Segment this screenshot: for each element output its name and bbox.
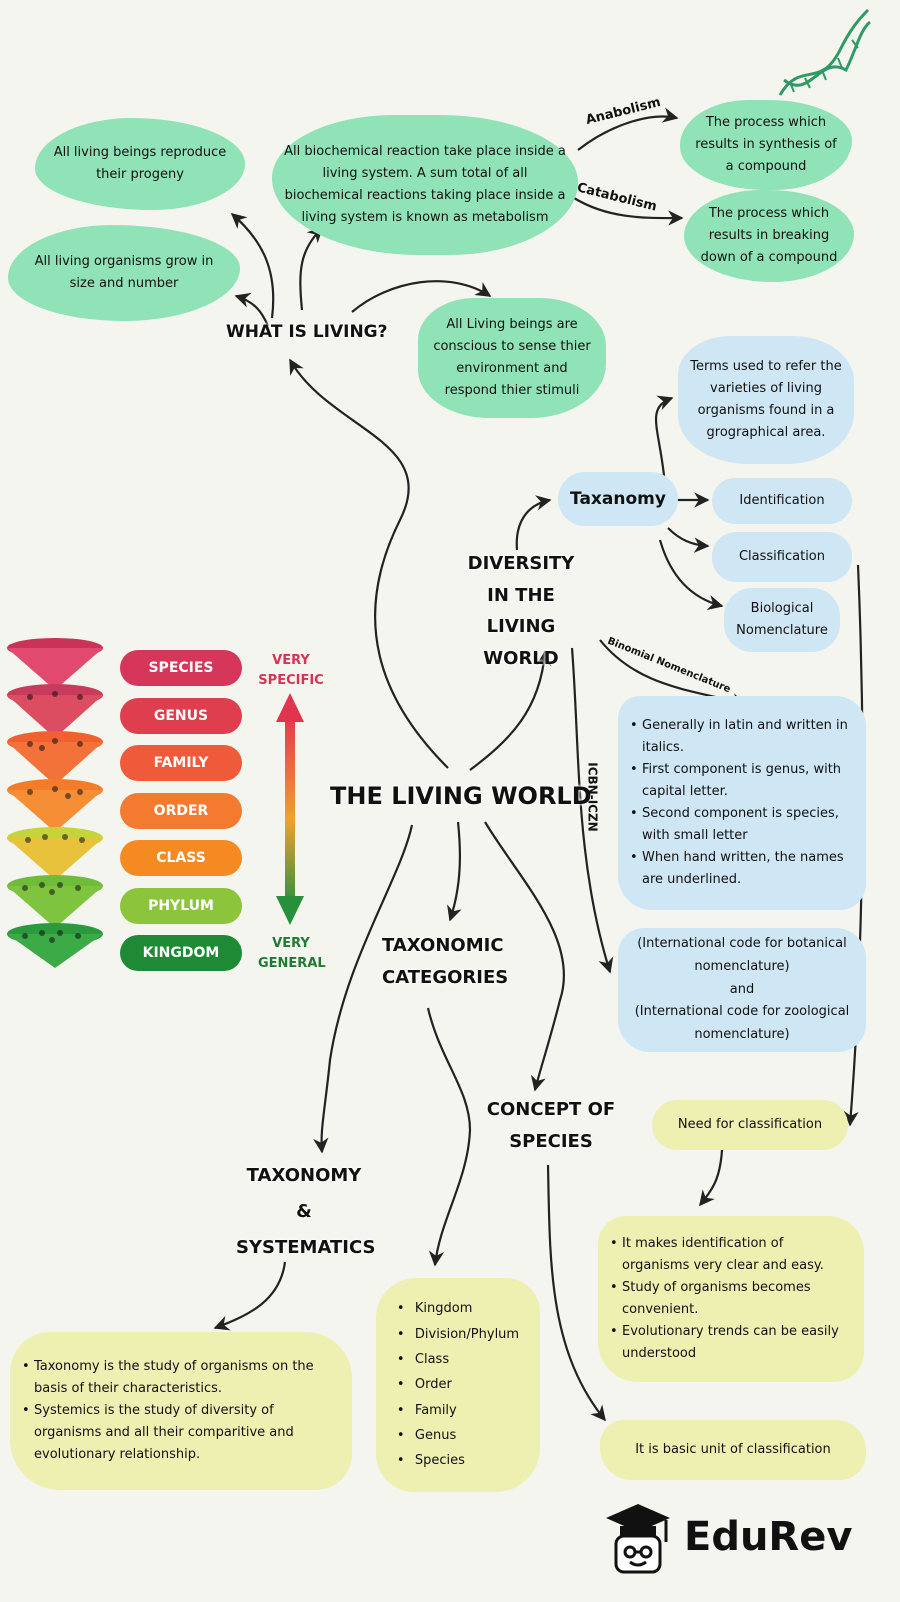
category-item: Class [397, 1347, 519, 1373]
dna-helix-icon [778, 8, 872, 96]
reproduce-text: All living beings reproduce their progen… [53, 144, 227, 182]
taxonomy-systematics-label: TAXONOMY & SYSTEMATICS [236, 1165, 376, 1258]
icbn-line: (International code for botanical nomenc… [637, 936, 847, 974]
binomial-point: First component is genus, with capital l… [630, 759, 854, 803]
need-classification-text: Need for classification [677, 1116, 823, 1132]
category-item: Species [397, 1448, 519, 1474]
anabolism-box: The process which results in synthesis o… [680, 100, 852, 190]
terms-box: Terms used to refer the varieties of liv… [678, 336, 854, 464]
hierarchy-funnel-icon [7, 638, 103, 968]
icbn-label: ICBN-ICZN [585, 762, 600, 832]
binomial-point: Generally in latin and written in italic… [630, 715, 854, 759]
brand-name: EduRev [684, 1514, 853, 1560]
icbn-box: (International code for botanical nomenc… [618, 928, 866, 1052]
catabolism-box: The process which results in breaking do… [684, 190, 854, 282]
biological-nomenclature-box: Biological Nomenclature [724, 588, 840, 652]
need-point: Evolutionary trends can be easily unders… [610, 1321, 852, 1365]
identification-text: Identification [739, 492, 825, 508]
hierarchy-level-kingdom: KINGDOM [120, 935, 242, 971]
anabolism-text: The process which results in synthesis o… [695, 114, 837, 175]
classification-box: Classification [712, 532, 852, 582]
binomial-list: Generally in latin and written in italic… [630, 715, 854, 892]
hierarchy-level-genus: GENUS [120, 697, 242, 734]
biological-nomenclature-text: Biological Nomenclature [736, 600, 828, 638]
hierarchy-level-family: FAMILY [120, 745, 242, 781]
hierarchy-level-class: CLASS [120, 840, 242, 876]
metabolism-box: All biochemical reaction take place insi… [272, 115, 578, 255]
metabolism-text: All biochemical reaction take place insi… [284, 143, 566, 226]
category-item: Division/Phylum [397, 1322, 519, 1348]
icbn-line: and [729, 981, 755, 997]
categories-box: KingdomDivision/PhylumClassOrderFamilyGe… [376, 1278, 540, 1492]
diversity-label: DIVERSITY IN THE LIVING WORLD [467, 553, 575, 669]
species-definition-text: It is basic unit of classification [635, 1441, 831, 1457]
category-item: Genus [397, 1423, 519, 1449]
hierarchy-level-species: SPECIES [120, 650, 242, 686]
edurev-logo: EduRev [600, 1498, 870, 1578]
hierarchy-level-order: ORDER [120, 792, 242, 829]
grow-text: All living organisms grow in size and nu… [34, 253, 214, 291]
grow-box: All living organisms grow in size and nu… [8, 225, 240, 321]
concept-species-label: CONCEPT OF SPECIES [486, 1099, 616, 1152]
category-item: Family [397, 1398, 519, 1424]
binomial-point: Second component is species, with small … [630, 803, 854, 847]
binomial-box: Generally in latin and written in italic… [618, 696, 866, 910]
categories-list: KingdomDivision/PhylumClassOrderFamilyGe… [397, 1296, 519, 1474]
taxonomy-systematics-box: Taxonomy is the study of organisms on th… [10, 1332, 352, 1490]
need-point: It makes identification of organisms ver… [610, 1233, 852, 1277]
very-specific-text: VERY SPECIFIC [258, 653, 324, 688]
what-is-living-label: WHAT IS LIVING? [226, 322, 388, 342]
conscious-text: All Living beings are conscious to sense… [433, 316, 591, 399]
classification-text: Classification [738, 548, 826, 564]
need-list: It makes identification of organisms ver… [610, 1233, 852, 1366]
icbn-line: (International code for zoological nomen… [634, 1004, 850, 1043]
reproduce-box: All living beings reproduce their progen… [35, 118, 245, 210]
need-point: Study of organisms becomes convenient. [610, 1277, 852, 1321]
specificity-arrow [276, 693, 304, 925]
icbn-lines: (International code for botanical nomenc… [630, 933, 854, 1047]
graduate-icon [606, 1504, 670, 1574]
very-specific-label: VERY SPECIFIC [258, 651, 324, 690]
terms-text: Terms used to refer the varieties of liv… [690, 358, 842, 441]
center-title: THE LIVING WORLD [330, 782, 592, 810]
taxonomic-categories-label: TAXONOMIC CATEGORIES [382, 935, 509, 988]
need-points-box: It makes identification of organisms ver… [598, 1216, 864, 1382]
taxonomy-point: Taxonomy is the study of organisms on th… [22, 1356, 340, 1400]
identification-box: Identification [712, 478, 852, 524]
very-general-label: VERY GENERAL [258, 934, 326, 973]
catabolism-text: The process which results in breaking do… [700, 205, 838, 266]
need-classification-box: Need for classification [652, 1100, 848, 1150]
taxonomy-point: Systemics is the study of diversity of o… [22, 1400, 340, 1466]
category-item: Kingdom [397, 1296, 519, 1322]
category-item: Order [397, 1372, 519, 1398]
conscious-box: All Living beings are conscious to sense… [418, 298, 606, 418]
binomial-point: When hand written, the names are underli… [630, 847, 854, 891]
taxanomy-text: Taxanomy [570, 488, 666, 509]
species-definition-box: It is basic unit of classification [600, 1420, 866, 1480]
very-general-text: VERY GENERAL [258, 936, 326, 971]
taxonomy-systematics-list: Taxonomy is the study of organisms on th… [22, 1356, 340, 1466]
hierarchy-level-phylum: PHYLUM [120, 887, 242, 924]
taxanomy-box: Taxanomy [558, 472, 678, 526]
